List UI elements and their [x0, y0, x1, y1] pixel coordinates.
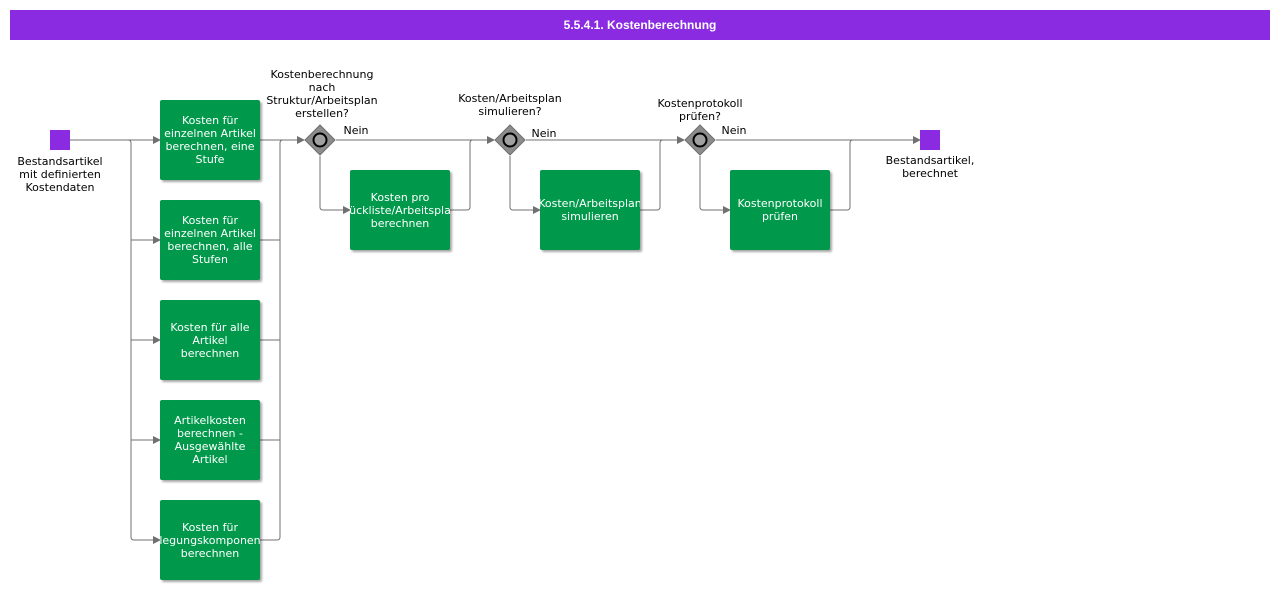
- gateway-3-question: Kostenprotokoll prüfen?: [657, 97, 743, 123]
- task-kosten-einzelartikel-eine-stufe[interactable]: Kosten für einzelnen Artikel berechnen, …: [160, 100, 260, 180]
- task-label: Artikelkosten berechnen - Ausgewählte Ar…: [174, 414, 246, 466]
- task-label: Kosten für einzelnen Artikel berechnen, …: [164, 114, 256, 166]
- task-kosten-komponenten[interactable]: Kosten für legungskomponen berechnen: [160, 500, 260, 580]
- end-event[interactable]: [920, 130, 940, 150]
- task-label: Kosten pro ückliste/Arbeitspla berechnen: [350, 190, 450, 230]
- gateway-1-no-label: Nein: [343, 124, 369, 137]
- task-kosten-stueckliste-arbeitsplan[interactable]: Kosten pro ückliste/Arbeitspla berechnen: [350, 170, 450, 250]
- flow-gateway-2-yes: [509, 156, 541, 214]
- task-kosten-alle-artikel[interactable]: Kosten für alle Artikel berechnen: [160, 300, 260, 380]
- gateway-1-icon[interactable]: [304, 124, 336, 156]
- task-kostenprotokoll-pruefen[interactable]: Kostenprotokoll prüfen: [730, 170, 830, 250]
- task-label: Kosten/Arbeitsplan simulieren: [540, 197, 640, 223]
- task-artikelkosten-ausgewaehlt[interactable]: Artikelkosten berechnen - Ausgewählte Ar…: [160, 400, 260, 480]
- diagram-title: 5.5.4.1. Kostenberechnung: [10, 10, 1270, 40]
- gateway-2-no-label: Nein: [531, 127, 557, 140]
- task-label: Kosten für einzelnen Artikel berechnen, …: [164, 214, 256, 266]
- flow-gateway-1-yes: [319, 156, 351, 214]
- gateway-2-icon[interactable]: [494, 124, 526, 156]
- end-event-label: Bestandsartikel, berechnet: [885, 154, 975, 180]
- flow-gateway-task-2-out: [640, 139, 684, 211]
- task-label: Kosten für legungskomponen berechnen: [160, 520, 260, 560]
- start-event-label: Bestandsartikel mit definierten Kostenda…: [17, 155, 103, 194]
- gateway-1-question: Kostenberechnung nach Struktur/Arbeitspl…: [266, 68, 378, 120]
- gateway-2-question: Kosten/Arbeitsplan simulieren?: [458, 92, 562, 118]
- flow-gateway-task-3-out: [830, 139, 920, 211]
- task-label: Kosten für alle Artikel berechnen: [170, 320, 250, 360]
- gateway-3-no-label: Nein: [721, 124, 747, 137]
- task-kosten-arbeitsplan-simulieren[interactable]: Kosten/Arbeitsplan simulieren: [540, 170, 640, 250]
- task-label: Kostenprotokoll prüfen: [737, 197, 823, 223]
- task-kosten-einzelartikel-alle-stufen[interactable]: Kosten für einzelnen Artikel berechnen, …: [160, 200, 260, 280]
- start-event[interactable]: [50, 130, 70, 150]
- flow-gateway-task-1-out: [450, 139, 494, 211]
- flow-gateway-3-yes: [699, 156, 731, 214]
- diagram-title-text: 5.5.4.1. Kostenberechnung: [563, 18, 717, 32]
- gateway-3-icon[interactable]: [684, 124, 716, 156]
